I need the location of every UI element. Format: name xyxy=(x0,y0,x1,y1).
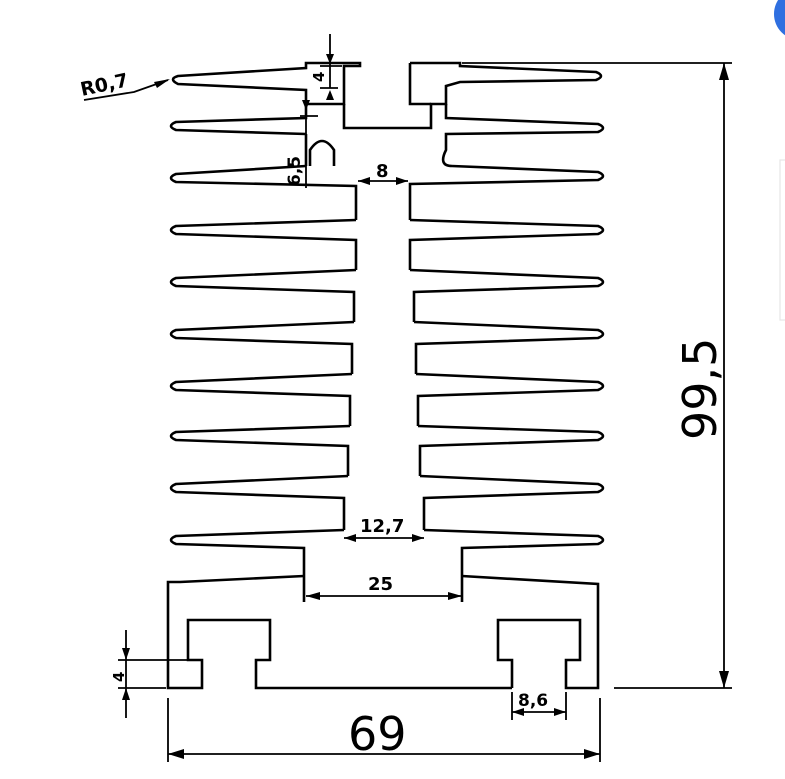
left-top-stem xyxy=(408,63,431,106)
foot-slot-arrow-right xyxy=(554,708,566,716)
left-fin-8 xyxy=(169,424,351,476)
bottom-channel-arrow-right xyxy=(412,534,424,542)
right-fin-7 xyxy=(415,372,605,426)
top-channel-arrow-right xyxy=(396,177,408,185)
top-channel-label: 8 xyxy=(376,161,389,182)
overall-height-arrow-top xyxy=(719,63,729,80)
overall-height-label: 99,5 xyxy=(673,338,727,440)
radius-label: R0,7 xyxy=(78,69,130,101)
right-fin-4 xyxy=(408,218,605,270)
left-base-fin xyxy=(166,574,512,690)
right-fin-2 xyxy=(441,104,605,168)
left-fin-3 xyxy=(169,164,358,220)
overall-height-dim xyxy=(462,62,732,689)
overall-width-dim xyxy=(167,698,601,762)
left-fin-2 xyxy=(169,104,308,136)
foot-slot-label: 8,6 xyxy=(518,691,548,711)
left-fin-4 xyxy=(169,218,358,270)
base-opening-arrow-right xyxy=(448,592,462,600)
dimension-labels: R0,7 4 6,5 8 12,7 25 4 8,6 69 99,5 xyxy=(78,69,727,761)
right-fin-3 xyxy=(408,164,605,220)
bottom-channel-label: 12,7 xyxy=(360,516,404,537)
radius-arrow xyxy=(154,79,170,88)
side-panel-edge xyxy=(779,159,785,321)
left-fin-1 xyxy=(171,61,362,106)
foot-height-label: 4 xyxy=(110,672,128,682)
base-opening-label: 25 xyxy=(368,574,393,595)
foot-height-dim xyxy=(118,630,190,718)
overall-height-arrow-bottom xyxy=(719,671,729,688)
left-fin-5 xyxy=(169,268,357,322)
slot-depth-arrow-bottom xyxy=(326,90,334,100)
corner-badge[interactable] xyxy=(774,0,785,40)
right-base-fin xyxy=(461,574,600,690)
right-fin-10 xyxy=(423,528,605,602)
bottom-channel-arrow-left xyxy=(344,534,356,542)
right-fin-9 xyxy=(419,474,605,530)
heatsink-outline xyxy=(166,61,605,690)
round-slot-arrow xyxy=(302,100,310,110)
left-fin-6 xyxy=(169,320,355,374)
slot-depth-label: 4 xyxy=(310,72,328,82)
left-round-slot xyxy=(304,134,336,166)
left-fin-10 xyxy=(169,528,345,602)
foot-height-arrow-bottom xyxy=(122,688,130,700)
dimension-lines xyxy=(83,34,732,762)
overall-width-arrow-left xyxy=(168,749,184,759)
round-slot-label: 6,5 xyxy=(285,156,305,186)
right-fin-6 xyxy=(413,320,605,374)
left-fin-9 xyxy=(169,474,349,530)
overall-width-label: 69 xyxy=(348,707,407,761)
right-top-block xyxy=(342,61,603,130)
foot-slot-arrow-left xyxy=(512,708,524,716)
base-opening-arrow-left xyxy=(306,592,320,600)
slot-depth-arrow-top xyxy=(326,54,334,64)
top-channel-arrow-left xyxy=(358,177,370,185)
foot-height-arrow-top xyxy=(122,648,130,660)
overall-width-arrow-right xyxy=(584,749,600,759)
left-fin-7 xyxy=(169,372,353,426)
right-fin-8 xyxy=(417,424,605,476)
right-fin-5 xyxy=(409,268,605,322)
